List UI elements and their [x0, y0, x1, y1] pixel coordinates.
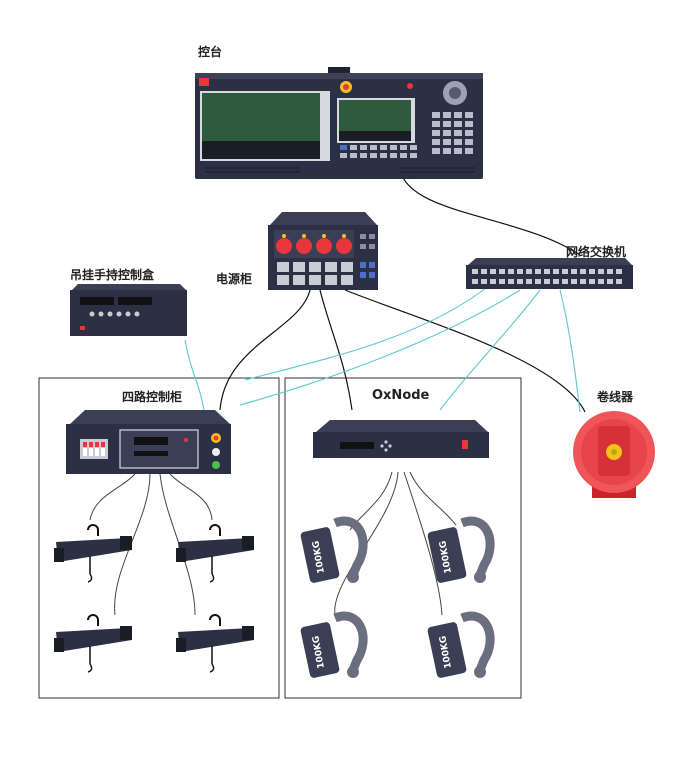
- network-switch-label: 网络交换机: [566, 245, 627, 259]
- chain-hoist: [176, 614, 254, 673]
- cable-reel-label: 卷线器: [597, 390, 634, 404]
- power-cabinet-label: 电源柜: [216, 272, 253, 286]
- load-cell-shackle: 100KG: [300, 516, 368, 583]
- oxnode-group-box: [284, 377, 522, 699]
- console-keypad: [432, 112, 473, 154]
- cable-reel: [573, 411, 655, 498]
- console-label: 控台: [198, 45, 223, 59]
- chain-hoist: [176, 524, 254, 583]
- power-cables: [219, 169, 586, 413]
- load-cell-shackle: 100KG: [427, 611, 495, 678]
- pendant-box-label: 吊挂手持控制盒: [70, 268, 155, 282]
- oxnode-label: OxNode: [372, 388, 430, 403]
- four-way-cabinet-label: 四路控制柜: [122, 390, 183, 404]
- four-way-control-cabinet: [66, 410, 231, 474]
- chain-hoist: [54, 524, 132, 583]
- chain-hoist: [54, 614, 132, 673]
- load-cell-shackle: 100KG: [427, 516, 495, 583]
- console: [195, 67, 483, 179]
- load-cell-shackle: 100KG: [300, 611, 368, 678]
- oxnode-device: [313, 420, 489, 458]
- power-cabinet: [268, 212, 378, 290]
- network-switch: [466, 258, 633, 289]
- four-way-group-box: [38, 377, 280, 699]
- pendant-control-box: [70, 284, 187, 336]
- console-buttons: [340, 145, 417, 158]
- network-cables: [184, 284, 581, 413]
